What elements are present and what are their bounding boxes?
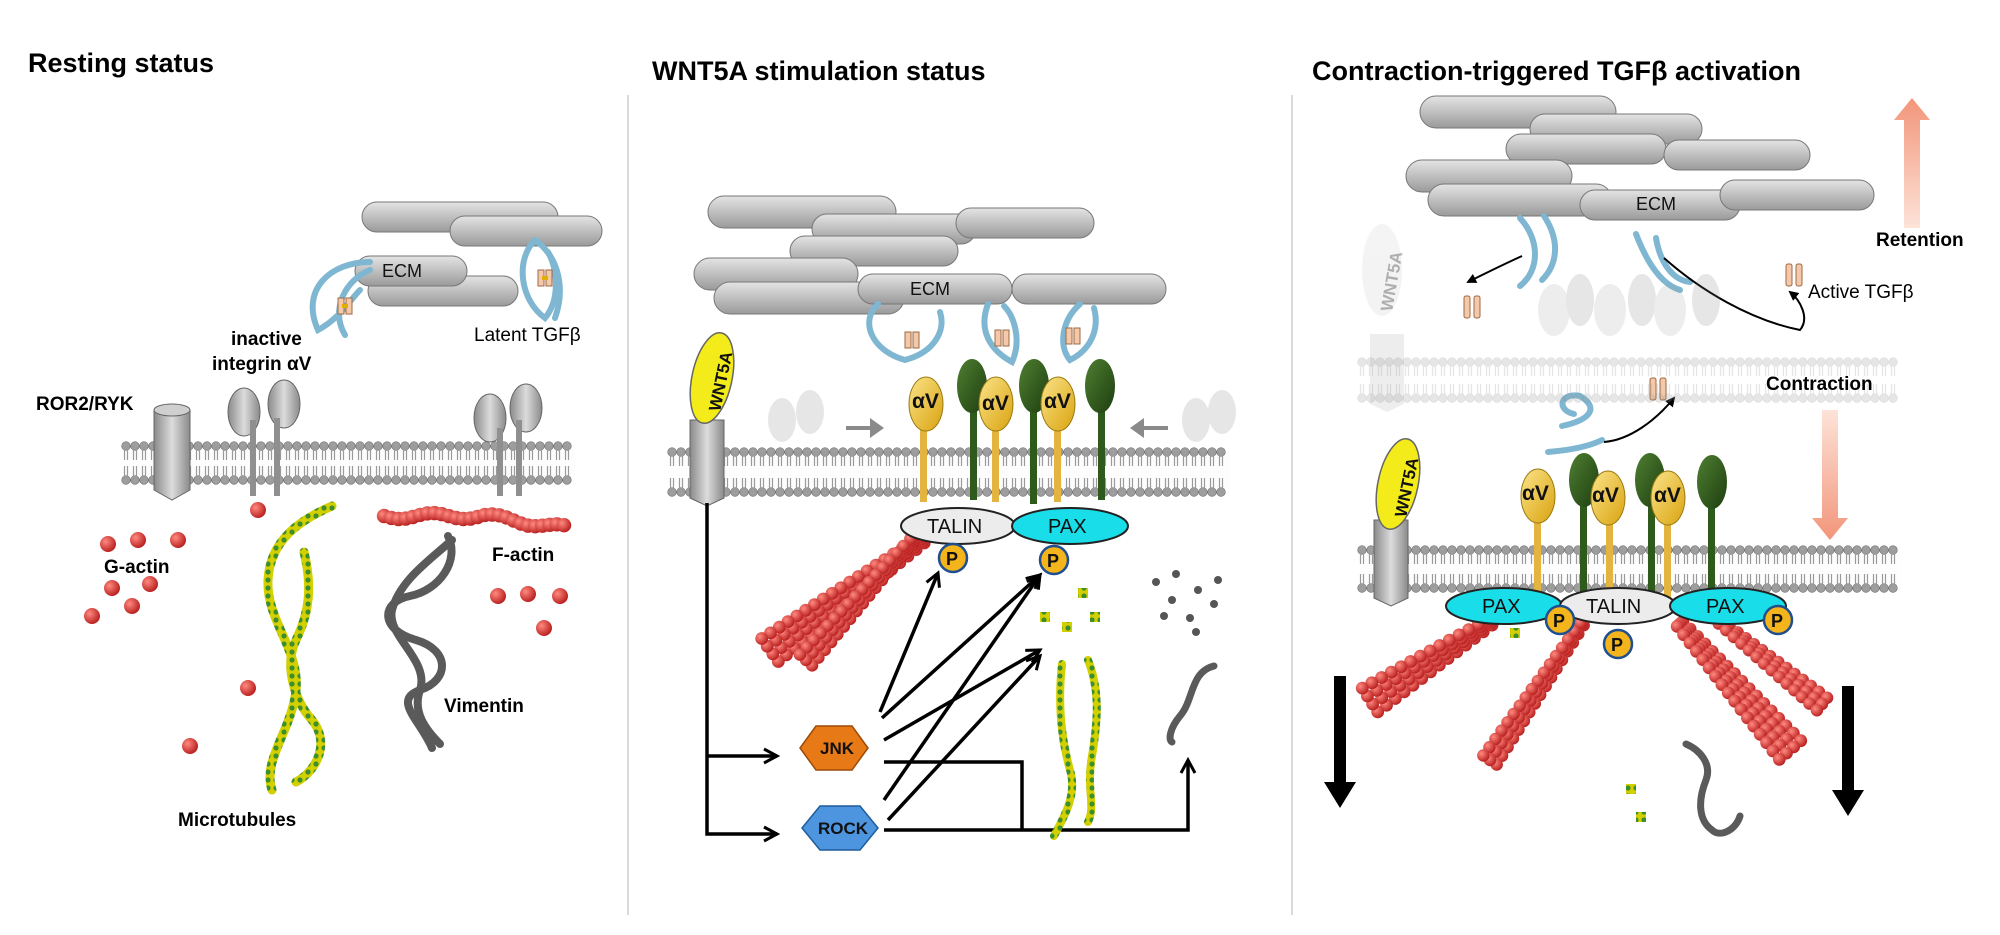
vimentin-fragments [1152,570,1222,636]
f-actin-bundle [755,530,931,672]
release-arrow-right [1663,257,1806,332]
faded-integrin [768,390,1236,442]
retention-arrow [1894,98,1930,228]
f-actin-label: F-actin [492,545,554,566]
vimentin-filament [1682,740,1744,837]
cell-membrane [667,447,1230,497]
active-integrin [1520,453,1727,600]
retention-label: Retention [1876,230,1964,251]
f-actin-filament [376,505,572,534]
panel-title-resting: Resting status [28,48,214,78]
ecm-fibers [354,201,603,307]
latent-tgfb-complex [866,301,1099,367]
microtubule-fragments [1510,628,1646,822]
g-actin-monomers [84,502,568,754]
receptor-label: ROR2/RYK [36,394,134,415]
panel-title-contraction: Contraction-triggered TGFβ activation [1312,56,1801,86]
av-label-3: αV [1044,390,1071,413]
jnk-kinase [799,725,869,771]
vimentin-filament [384,532,456,752]
av-label-1: αV [1522,482,1549,505]
phospho-label: P [1047,551,1059,571]
inactive-label: inactive [231,329,302,350]
phospho-badge-pax [1038,544,1070,576]
active-tgfb [1463,263,1803,401]
av-label-1: αV [912,390,939,413]
release-arrow-left [1466,255,1523,283]
av-label-2: αV [982,392,1009,415]
ecm-label: ECM [382,261,422,281]
jnk-label: JNK [820,739,855,758]
ror2-ryk-receptor [1373,519,1409,607]
contraction-label: Contraction [1766,374,1873,395]
active-integrin [908,359,1115,504]
inactive-integrin [227,379,543,496]
ecm-label: ECM [910,279,950,299]
f-actin-bundle [1355,612,1834,771]
force-arrow-right [1832,686,1864,816]
active-tgfb-label: Active TGFβ [1808,282,1914,303]
wnt5a-ligand [689,332,735,424]
g-actin-label: G-actin [104,557,169,578]
latent-tgfb-core [337,269,553,315]
ror2-ryk-receptor [689,419,725,507]
ghost-membrane [1357,357,1898,403]
contraction-arrow [1812,410,1848,540]
phospho-badge [1602,628,1634,660]
vimentin-filament [1166,662,1218,746]
pax-pill [1011,507,1129,545]
pax-label: PAX [1048,516,1087,538]
phospho-badge-talin [937,542,969,574]
resting-panel: ECM Latent TGFβ inactive integrin αV ROR… [36,201,603,831]
signaling-pathway [705,503,1188,834]
microtubules [263,501,337,795]
rock-label: ROCK [818,819,869,838]
vimentin-label: Vimentin [444,696,524,717]
ecm-label: ECM [1636,194,1676,214]
phospho-label: P [1771,611,1783,631]
force-arrow-left [1324,676,1356,808]
latent-tgfb-core [904,327,1081,349]
phospho-badge [1544,604,1576,636]
phospho-label: P [1553,611,1565,631]
ghost-integrin [1362,224,1720,412]
av-label-3: αV [1654,484,1681,507]
talin-label: TALIN [927,516,982,538]
rock-kinase [801,805,879,851]
latency-associated-peptide [1517,213,1693,455]
wnt5a-panel: ECM [667,195,1236,851]
microtubules-label: Microtubules [178,810,296,831]
latent-tgfb-label: Latent TGFβ [474,325,581,346]
ecm-fibers [1405,95,1875,221]
recruitment-arrow-right [1130,418,1168,438]
contraction-panel: ECM Active TGFβ [1324,95,1964,837]
pax-label: PAX [1482,596,1521,618]
inactive-integrin-label: integrin αV [212,354,312,375]
microtubule-fragments [1040,588,1100,632]
release-arrow-center [1603,396,1676,443]
recruitment-arrow-left [846,418,884,438]
microtubules [1050,656,1101,840]
pax-label: PAX [1706,596,1745,618]
cell-membrane [1357,544,1900,593]
phospho-badge [1762,604,1794,636]
av-label-2: αV [1592,484,1619,507]
ecm-fibers [693,195,1167,315]
wnt5a-ligand [1375,438,1421,530]
ror2-ryk-receptor [153,403,191,501]
panel-title-wnt5a: WNT5A stimulation status [652,56,986,86]
pax-pill-right [1669,587,1787,625]
phospho-label: P [1611,635,1623,655]
phospho-label: P [946,549,958,569]
talin-label: TALIN [1586,596,1641,618]
